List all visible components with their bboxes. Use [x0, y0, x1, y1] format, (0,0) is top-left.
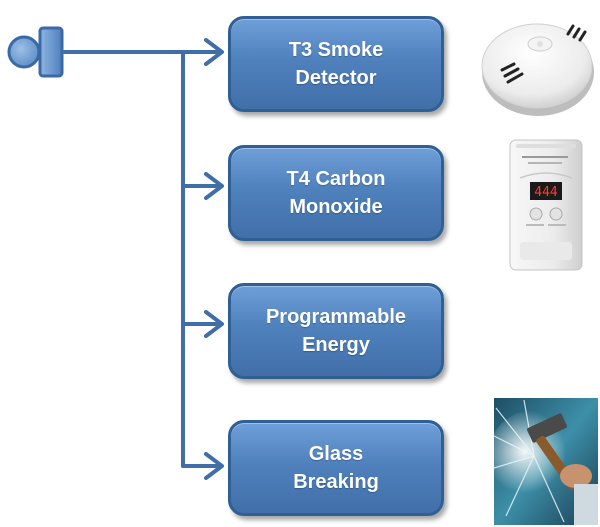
node-carbon-monoxide-label: T4 Carbon Monoxide — [286, 168, 386, 218]
node-glass-breaking-label: Glass Breaking — [293, 443, 379, 493]
smoke-detector-image — [481, 23, 594, 116]
source-connector-icon — [7, 26, 64, 78]
co-display-readout: 444 — [534, 185, 558, 200]
arrow-head-smoke — [204, 38, 224, 66]
node-programmable-energy: Programmable Energy — [228, 283, 444, 379]
glass-breaking-image — [494, 398, 598, 525]
node-smoke-detector: T3 Smoke Detector — [228, 16, 444, 112]
node-programmable-energy-label: Programmable Energy — [265, 306, 407, 356]
arrow-head-glass — [204, 452, 224, 480]
node-smoke-detector-label: T3 Smoke Detector — [288, 39, 384, 89]
arrow-head-energy — [204, 310, 224, 338]
node-glass-breaking: Glass Breaking — [228, 420, 444, 516]
co-detector-image: 444 — [509, 139, 583, 271]
node-carbon-monoxide: T4 Carbon Monoxide — [228, 145, 444, 241]
arrow-head-co — [204, 172, 224, 200]
